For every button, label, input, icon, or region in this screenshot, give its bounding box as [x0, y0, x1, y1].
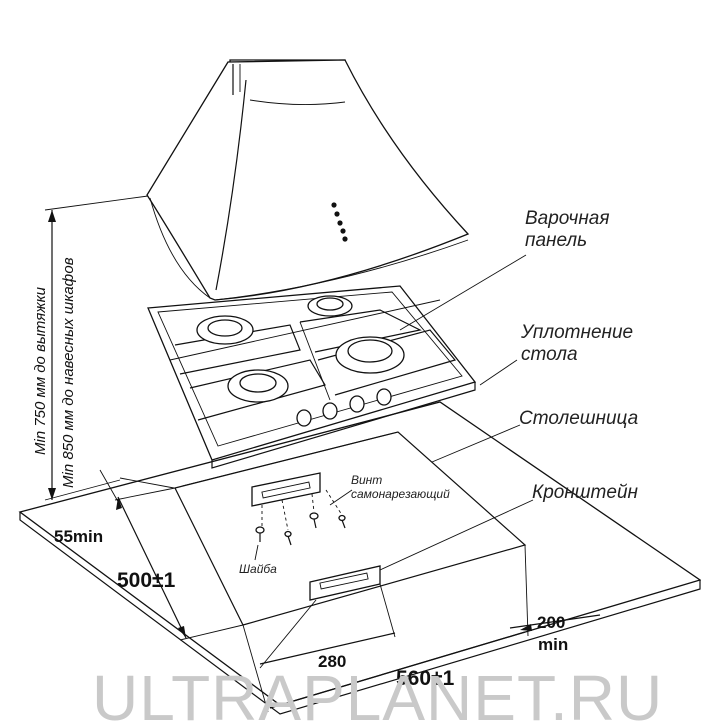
- range-hood: [146, 59, 470, 301]
- label-hob-line1: Варочная: [525, 208, 610, 229]
- label-min-850-cabinets: Min 850 мм до навесных шкафов: [60, 257, 77, 488]
- label-washer: Шайба: [239, 562, 277, 576]
- gas-hob: [147, 285, 477, 469]
- label-seal-line1: Уплотнение: [520, 322, 633, 343]
- dim-55min: 55min: [54, 527, 103, 546]
- dimension-lines: [99, 469, 601, 713]
- dim-width-560: 560±1: [396, 667, 455, 690]
- label-screw-line2: самонарезающий: [351, 487, 450, 501]
- label-screw-line1: Винт: [351, 473, 382, 487]
- burner-front-left: [227, 369, 289, 403]
- burner-front-right: [335, 336, 405, 374]
- burner-back-left: [196, 315, 254, 345]
- dim-depth-500: 500±1: [117, 569, 176, 592]
- label-countertop: Столешница: [519, 408, 638, 429]
- dim-width-280: 280: [318, 652, 346, 671]
- dim-200-line1: 200: [537, 613, 565, 632]
- hob-control-knobs: [296, 388, 392, 427]
- hood-control-buttons: [331, 202, 348, 242]
- vertical-clearance-dimension: [44, 195, 149, 501]
- watermark: ULTRAPLANET.RU: [92, 662, 663, 728]
- label-hob-line2: панель: [525, 230, 587, 251]
- label-seal-line2: стола: [521, 344, 578, 365]
- dim-200-line2: min: [538, 635, 568, 654]
- label-min-750-hood: Min 750 мм до вытяжки: [32, 286, 49, 455]
- leader-lines: [254, 254, 534, 571]
- label-bracket: Кронштейн: [532, 482, 639, 503]
- mounting-brackets: [251, 472, 381, 601]
- burner-back-right: [307, 295, 353, 317]
